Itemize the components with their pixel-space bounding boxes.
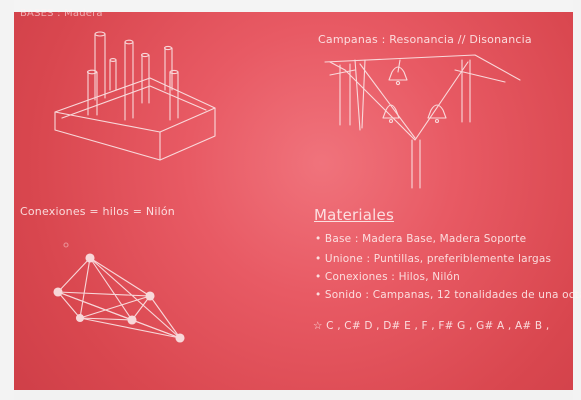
bases-label: BASES : Madera [20,8,103,19]
wooden-base-sketch [55,32,215,160]
material-item: • Conexiones : Hilos, Nilón [315,271,460,283]
bells-frame-sketch [325,55,520,188]
campanas-label: Campanas : Resonancia // Disonancia [318,33,532,46]
musical-notes-list: ☆ C , C# D , D# E , F , F# G , G# A , A#… [313,320,549,332]
materiales-heading: Materiales [314,206,394,224]
material-item: • Sonido : Campanas, 12 tonalidades de u… [315,289,581,301]
nylon-connections-sketch [54,243,184,342]
base-posts [88,32,179,120]
conexiones-label: Conexiones = hilos = Nilón [20,205,175,218]
material-item: • Unione : Puntillas, preferiblemente la… [315,253,551,265]
material-item: • Base : Madera Base, Madera Soporte [315,233,526,245]
